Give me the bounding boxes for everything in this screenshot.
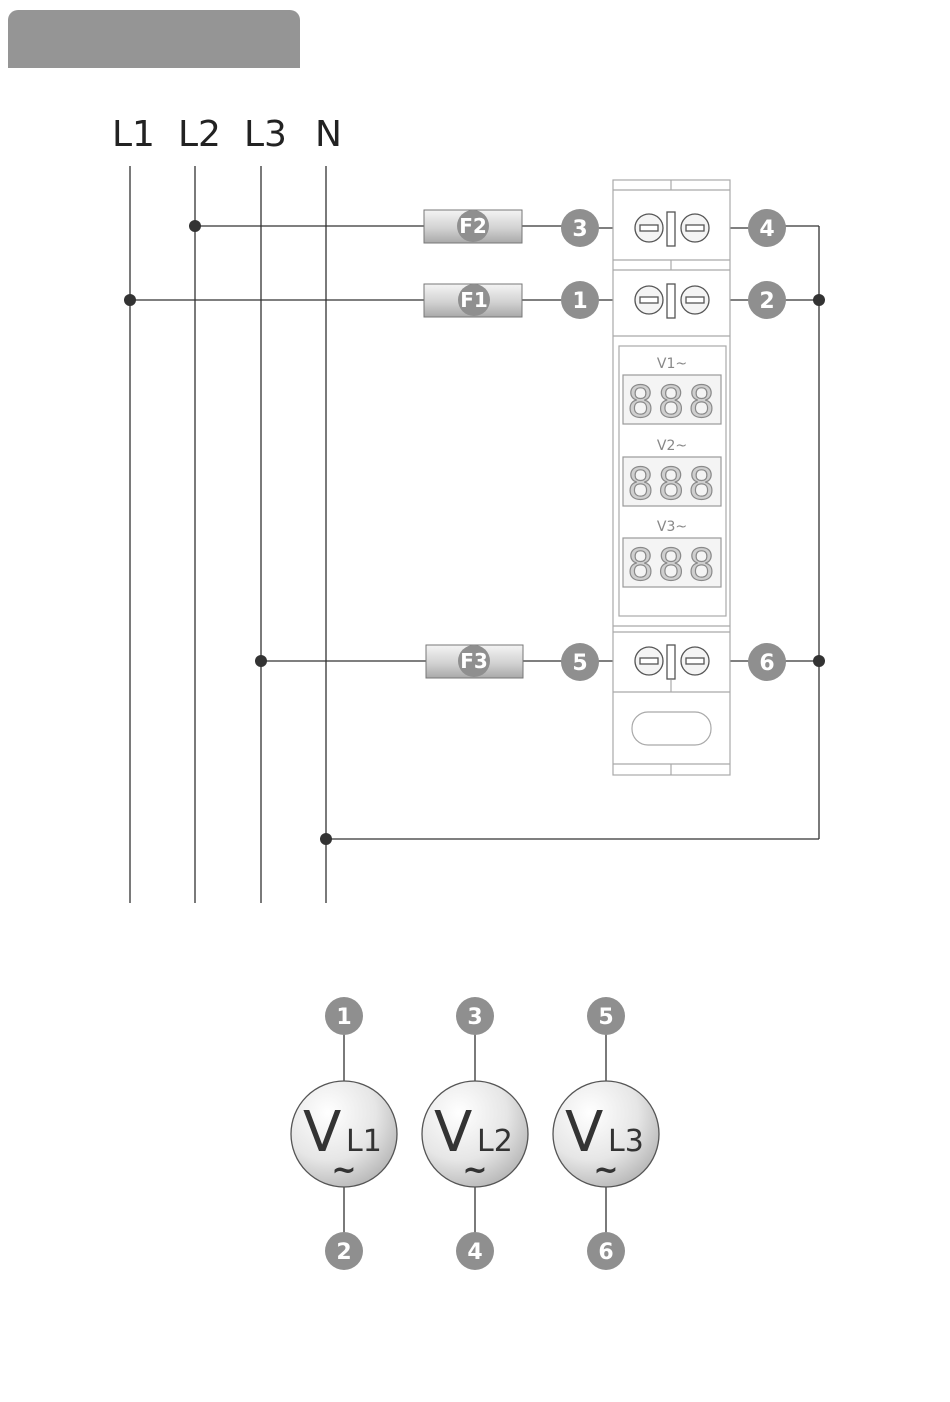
display-label: V2~ [657,438,687,454]
svg-text:1: 1 [572,289,587,314]
terminal-badge-3: 3 [561,209,599,247]
junction-dot [189,220,201,232]
fuse-label: F2 [459,214,487,238]
junction-dot [320,833,332,845]
terminal-badge-4: 4 [748,209,786,247]
screw-terminal [635,647,663,675]
terminal-badge: 6 [598,1240,613,1265]
ac-tilde: ~ [331,1153,356,1188]
terminal-badge: 1 [336,1005,351,1030]
terminal-badge-2: 2 [748,281,786,319]
display-digits: 888 [627,459,718,510]
display-digits: 888 [627,377,718,428]
screw-terminal [681,286,709,314]
svg-text:4: 4 [759,217,774,242]
svg-text:2: 2 [759,289,774,314]
svg-text:3: 3 [572,217,587,242]
line-label-l1: L1 [112,114,155,155]
fuse-label: F3 [460,649,488,673]
voltmeter-symbol-l1: 1 V L1 ~ 2 [291,997,397,1270]
fuse-f3: F3 [426,645,523,678]
line-label-n: N [315,114,342,155]
voltmeter-symbol-l3: 5 V L3 ~ 6 [553,997,659,1270]
screw-terminal [635,286,663,314]
terminal-badge-1: 1 [561,281,599,319]
svg-text:5: 5 [572,651,587,676]
svg-text:6: 6 [759,651,774,676]
junction-dot [255,655,267,667]
terminal-badge: 2 [336,1240,351,1265]
fuse-f2: F2 [424,210,522,243]
terminal-badge: 5 [598,1005,613,1030]
display-label: V1~ [657,356,687,372]
ac-tilde: ~ [593,1153,618,1188]
screw-terminal [635,214,663,242]
line-label-l3: L3 [244,114,287,155]
screw-terminal [681,214,709,242]
fuse-f1: F1 [424,284,522,317]
junction-dot [813,294,825,306]
junction-dot [813,655,825,667]
screw-terminal [681,647,709,675]
terminal-badge: 3 [467,1005,482,1030]
line-label-l2: L2 [178,114,221,155]
terminal-badge-6: 6 [748,643,786,681]
terminal-badge-5: 5 [561,643,599,681]
fuse-label: F1 [460,288,488,312]
terminal-badge: 4 [467,1240,482,1265]
voltmeter-symbol-l2: 3 V L2 ~ 4 [422,997,528,1270]
ac-tilde: ~ [462,1153,487,1188]
device-slot [632,712,711,745]
junction-dot [124,294,136,306]
display-digits: 888 [627,540,718,591]
display-label: V3~ [657,519,687,535]
